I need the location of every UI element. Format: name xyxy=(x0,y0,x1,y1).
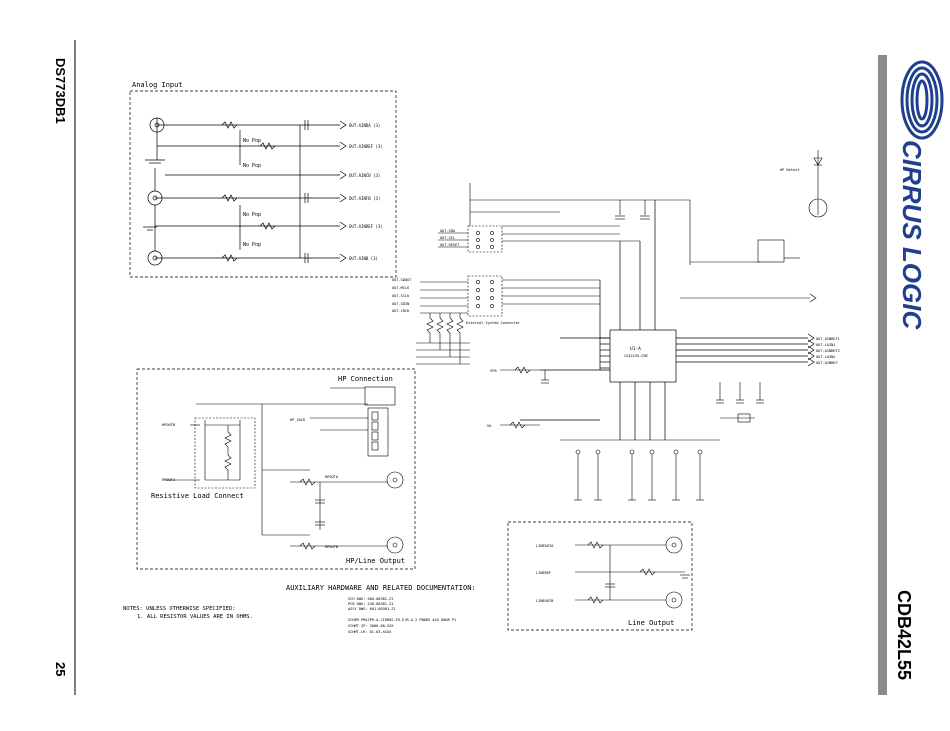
aux-line-3: ASSY DWG: 601-00381-Z1 xyxy=(348,607,396,611)
port-sda: OUT.SDA xyxy=(440,229,456,233)
port-sclk: OUT.SCLK xyxy=(392,294,410,298)
codec-ref: U1-A xyxy=(630,346,641,352)
connector-block-1 xyxy=(416,183,640,365)
right-out-2: OUT.LAIN1 xyxy=(816,343,835,347)
hp-connection-wiring xyxy=(165,386,404,554)
hp-jack-label: HP_JACK xyxy=(290,418,306,422)
lineoutb-label: LINEOUTB xyxy=(536,599,553,603)
resistive-load-frame xyxy=(194,417,256,489)
notes-item-1: 1. ALL RESISTOR VALUES ARE IN OHMS. xyxy=(137,614,253,620)
vfb-label: VFB xyxy=(490,369,497,373)
right-margin-bar xyxy=(878,55,887,695)
aux-line-6: SCHMT.LR: 01-03-XXXX xyxy=(348,630,392,634)
hp-line-output-title: HP/Line Output xyxy=(346,557,405,565)
analog-input-wiring xyxy=(143,117,347,266)
right-out-4: OUT.LAIN2 xyxy=(816,355,835,359)
hpoutb-label-1: HPOUTB xyxy=(162,423,175,427)
power-wiring xyxy=(560,150,828,423)
aux-line-2: PCB DWG: 240-00381-Z1 xyxy=(348,602,393,606)
port-sdout: OUT.SDOUT xyxy=(392,278,412,282)
page-number: 25 xyxy=(53,662,68,676)
test-point-row xyxy=(560,439,720,501)
analog-out-3: OUT.AINCB (3) xyxy=(349,173,380,178)
aux-title: AUXILIARY HARDWARE AND RELATED DOCUMENTA… xyxy=(286,584,476,592)
analog-input-frame xyxy=(129,90,397,278)
vfb-wiring xyxy=(500,366,549,429)
analog-out-2: OUT.AINREF (3) xyxy=(349,144,383,149)
resistive-load-title: Resistive Load Connect xyxy=(151,492,244,500)
right-out-5: OUT.AINREF xyxy=(816,361,838,365)
no-pop-label-1: No Pop xyxy=(243,138,261,144)
hpouta-label-1: HPOUTA xyxy=(162,478,176,482)
codec-ic xyxy=(520,200,815,440)
line-output-wiring xyxy=(575,536,690,609)
no-pop-label-4: No Pop xyxy=(243,242,261,248)
port-scl: OUT.SCL xyxy=(440,236,455,240)
aux-line-4: SCHEM-PROJPR-A-CIRRUS-P4-E/B-A-2 PN085 4… xyxy=(348,618,456,622)
line-output-frame xyxy=(507,521,693,631)
analog-out-6: OUT.AINB (3) xyxy=(349,256,378,261)
va-label: VA xyxy=(487,424,492,428)
analog-out-1: OUT.AINDA (3) xyxy=(349,123,380,128)
external-system-label: External System Connector xyxy=(466,321,521,325)
right-out-3: OUT.AINREF2 xyxy=(816,349,840,353)
analog-input-title: Analog Input xyxy=(132,81,183,89)
port-mclk: OUT.MCLK xyxy=(392,286,410,290)
no-pop-label-2: No Pop xyxy=(243,163,261,169)
lineouta-label: LINEOUTA xyxy=(536,544,554,548)
hpoutb-label-2: HPOUTB xyxy=(325,545,338,549)
port-sdin: OUT.SDIN xyxy=(392,302,409,306)
aux-line-1: SCH DWG: 600-00381-Z1 xyxy=(348,597,393,601)
hpouta-label-2: HPOUTA xyxy=(325,475,339,479)
codec-part: CS42L55-CNZ xyxy=(624,354,649,358)
analog-out-4: OUT.AINFB (3) xyxy=(349,196,380,201)
hp-connection-frame xyxy=(136,368,416,570)
aux-line-5: SCHMT.IP: 3000-00-XXX xyxy=(348,624,394,628)
right-out-1: OUT.AINREF1 xyxy=(816,337,840,341)
port-lrck: OUT.LRCK xyxy=(392,309,410,313)
no-pop-label-3: No Pop xyxy=(243,212,261,218)
port-reset: OUT.RESET xyxy=(440,243,460,247)
cirrus-logo-icon xyxy=(900,60,944,140)
brand-name: CIRRUS LOGIC xyxy=(897,140,927,330)
hp-connection-title: HP Connection xyxy=(338,375,393,383)
board-name: CDB42L55 xyxy=(894,590,914,680)
lineref-label: LINEREF xyxy=(536,571,551,575)
notes-title: NOTES: UNLESS OTHERWISE SPECIFIED: xyxy=(123,606,236,612)
analog-out-5: OUT.AINREF (3) xyxy=(349,224,383,229)
hp-detect-label: HP Detect xyxy=(780,168,799,172)
line-output-title: Line Output xyxy=(628,619,674,627)
doc-code: DS773DB1 xyxy=(53,58,68,124)
